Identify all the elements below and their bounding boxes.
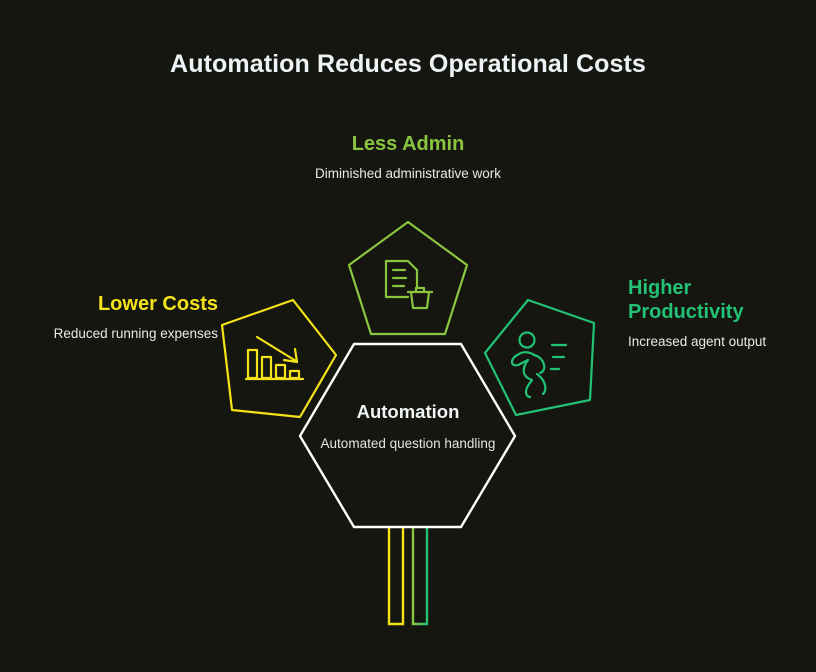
document-trash-icon xyxy=(384,259,434,310)
node-label-less-admin: Less Admin Diminished administrative wor… xyxy=(258,132,558,183)
declining-bar-chart-icon xyxy=(244,335,305,381)
node-description-higher-productivity: Increased agent output xyxy=(628,334,767,349)
page-title: Automation Reduces Operational Costs xyxy=(170,50,646,78)
node-description-less-admin: Diminished administrative work xyxy=(314,166,502,181)
node-shape-less-admin[interactable] xyxy=(347,220,469,336)
node-title-lower-costs: Lower Costs xyxy=(97,293,218,315)
node-label-lower-costs: Lower Costs Reduced running expenses xyxy=(18,292,218,343)
node-title-less-admin: Less Admin xyxy=(351,133,465,155)
node-label-higher-productivity: Higher Productivity Increased agent outp… xyxy=(628,276,808,351)
pentagon-right xyxy=(483,298,596,417)
hub-label: Automation Automated question handling xyxy=(308,400,508,453)
node-description-lower-costs: Reduced running expenses xyxy=(53,326,218,341)
stem-line-inner-gradient xyxy=(411,527,429,626)
stem-lines xyxy=(387,527,429,626)
node-title-higher-productivity: Higher Productivity xyxy=(628,277,744,323)
stem-line-outer-yellow xyxy=(387,527,405,626)
running-person-icon xyxy=(510,331,568,399)
hub-title: Automation xyxy=(356,401,460,422)
hub-description: Automated question handling xyxy=(320,436,496,451)
node-shape-higher-productivity[interactable] xyxy=(483,298,596,417)
pentagon-top xyxy=(347,220,469,336)
